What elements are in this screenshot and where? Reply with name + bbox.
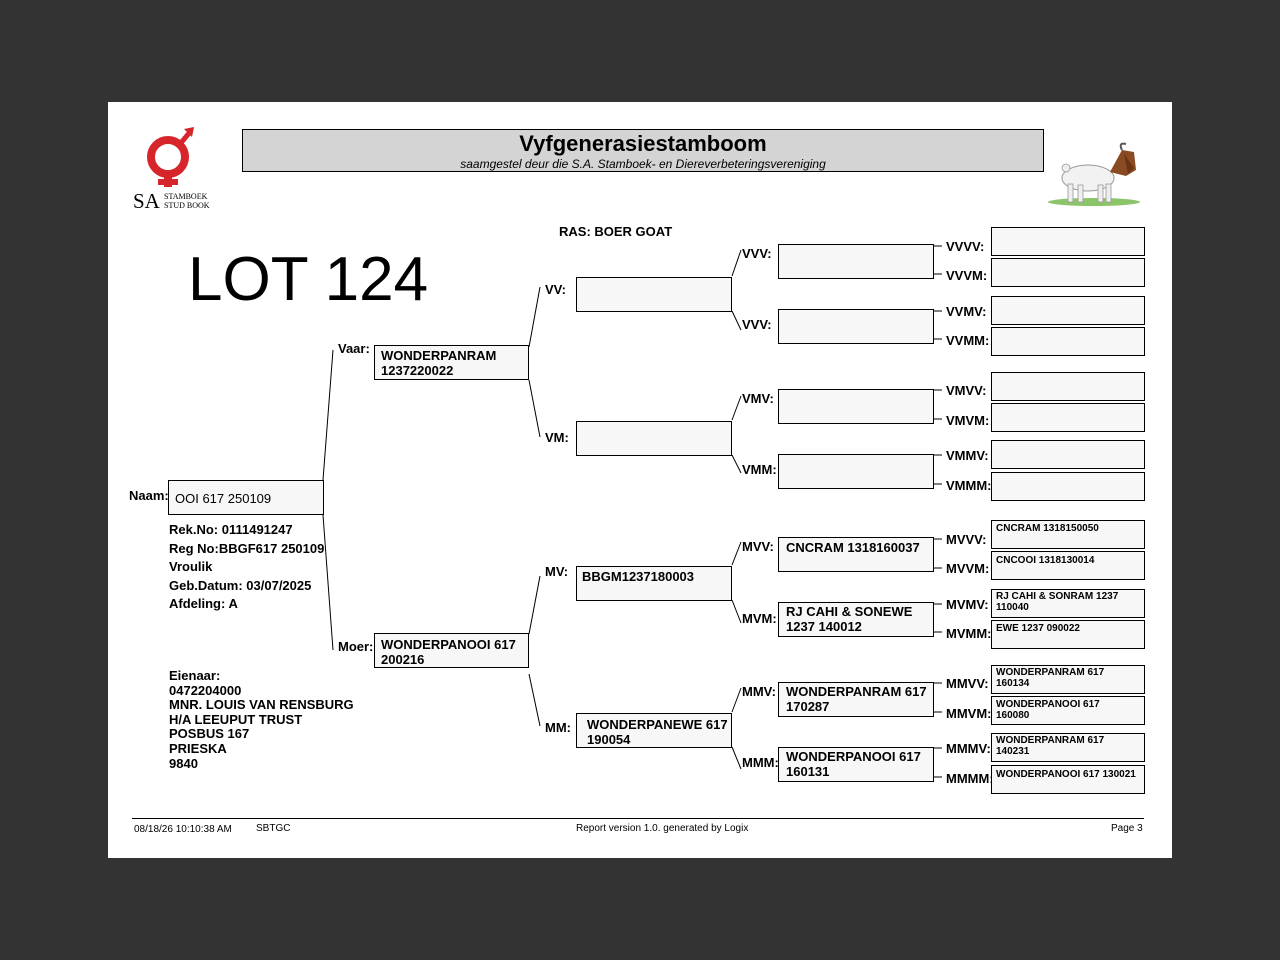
dam-name: WONDERPANOOI 617 200216 [381,637,516,667]
mv-box: BBGM1237180003 [576,566,732,601]
footer-datetime: 08/18/26 10:10:38 AM [134,824,232,835]
vvm-label: VVV: [742,317,772,332]
vvvv-box [991,227,1145,256]
vmv-box [778,389,934,424]
vmvm-box [991,403,1145,432]
mvmm-label: MVMM: [946,626,992,641]
vvvv-label: VVVV: [946,239,985,254]
mm-name: WONDERPANEWE 617 190054 [587,717,728,747]
animal-name: OOI 617 250109 [175,491,272,506]
vv-box [576,277,732,312]
vvvm-label: VVVM: [946,268,988,283]
vvmm-box [991,327,1145,356]
animal-details: Rek.No: 0111491247 Reg No:BBGF617 250109… [169,522,325,611]
mvvm-name: CNCOOI 1318130014 [996,555,1095,566]
mm-label: MM: [545,720,571,735]
mvv-label: MVV: [742,539,774,554]
mmvv-label: MMVV: [946,676,989,691]
vaar-label: Vaar: [338,341,370,356]
vv-label: VV: [545,282,566,297]
mmmv-box: WONDERPANRAM 617 140231 [991,733,1145,762]
mmmm-label: MMMM: [946,771,994,786]
vvmv-box [991,296,1145,325]
mmmv-name: WONDERPANRAM 617 140231 [996,735,1105,757]
mvvm-box: CNCOOI 1318130014 [991,551,1145,580]
vmvv-label: VMVV: [946,383,987,398]
mmv-label: MMV: [742,684,776,699]
vmmm-label: VMMM: [946,478,992,493]
mmvv-box: WONDERPANRAM 617 160134 [991,665,1145,694]
mmm-label: MMM: [742,755,779,770]
sa-studbook-logo: SA STAMBOEK STUD BOOK [132,125,222,215]
page-subtitle: saamgestel deur die S.A. Stamboek- en Di… [460,157,826,171]
footer-page-number: Page 3 [1111,823,1143,834]
mv-label: MV: [545,564,569,579]
mmmv-label: MMMV: [946,741,991,756]
mmm-name: WONDERPANOOI 617 160131 [786,749,921,779]
moer-label: Moer: [338,639,374,654]
mvmm-name: EWE 1237 090022 [996,623,1080,634]
logo-stamboek-text: STAMBOEK [164,192,208,201]
logo-sa-text: SA [133,189,160,213]
mmv-name: WONDERPANRAM 617 170287 [786,684,927,714]
mvvv-box: CNCRAM 1318150050 [991,520,1145,549]
mmvm-name: WONDERPANOOI 617 160080 [996,699,1100,721]
mvmv-name: RJ CAHI & SONRAM 1237 110040 [996,591,1119,613]
footer-report-version: Report version 1.0. generated by Logix [576,823,749,834]
vvmv-label: VVMV: [946,304,987,319]
breed-label: RAS: BOER GOAT [559,224,673,239]
vm-box [576,421,732,456]
mmv-box: WONDERPANRAM 617 170287 [778,682,934,717]
sire-box: WONDERPANRAM 1237220022 [374,345,529,380]
mv-name: BBGM1237180003 [582,569,695,584]
boer-goat-image [1048,138,1144,208]
sire-name: WONDERPANRAM 1237220022 [381,348,497,378]
title-bar: Vyfgenerasiestamboom saamgestel deur die… [242,129,1044,172]
mvvm-label: MVVM: [946,561,990,576]
vmvm-label: VMVM: [946,413,990,428]
mmm-box: WONDERPANOOI 617 160131 [778,747,934,782]
dam-box: WONDERPANOOI 617 200216 [374,633,529,668]
vmmv-label: VMMV: [946,448,989,463]
footer-divider [132,818,1144,819]
mmmm-box: WONDERPANOOI 617 130021 [991,765,1145,794]
lot-number: LOT 124 [188,245,429,314]
page-title: Vyfgenerasiestamboom [519,131,767,156]
vmm-box [778,454,934,489]
mvmv-box: RJ CAHI & SONRAM 1237 110040 [991,589,1145,618]
mmvm-label: MMVM: [946,706,992,721]
mvmm-box: EWE 1237 090022 [991,620,1145,649]
vvvm-box [991,258,1145,287]
animal-name-box: OOI 617 250109 [168,480,324,515]
mvv-box: CNCRAM 1318160037 [778,537,934,572]
vm-label: VM: [545,430,569,445]
vvv-label: VVV: [742,246,772,261]
mvv-name: CNCRAM 1318160037 [786,540,920,555]
mvvv-label: MVVV: [946,532,987,547]
mvm-box: RJ CAHI & SONEWE 1237 140012 [778,602,934,637]
mm-box: WONDERPANEWE 617 190054 [576,713,732,748]
mvm-label: MVM: [742,611,777,626]
owner-details: Eienaar: 0472204000 MNR. LOUIS VAN RENSB… [169,668,354,771]
vmvv-box [991,372,1145,401]
mvmv-label: MVMV: [946,597,989,612]
logo-symbol-icon [147,127,194,187]
vmmm-box [991,472,1145,501]
vvm-box [778,309,934,344]
mvvv-name: CNCRAM 1318150050 [996,523,1099,534]
mvm-name: RJ CAHI & SONEWE 1237 140012 [786,604,913,634]
mmvm-box: WONDERPANOOI 617 160080 [991,696,1145,725]
footer-code: SBTGC [256,823,291,834]
logo-studbook-text: STUD BOOK [164,201,210,210]
naam-label: Naam: [129,488,169,503]
vmmv-box [991,440,1145,469]
goat-icon [1048,142,1140,206]
vmv-label: VMV: [742,391,774,406]
mmvv-name: WONDERPANRAM 617 160134 [996,667,1105,689]
vvv-box [778,244,934,279]
vvmm-label: VVMM: [946,333,990,348]
vmm-label: VMM: [742,462,777,477]
mmmm-name: WONDERPANOOI 617 130021 [996,769,1136,780]
